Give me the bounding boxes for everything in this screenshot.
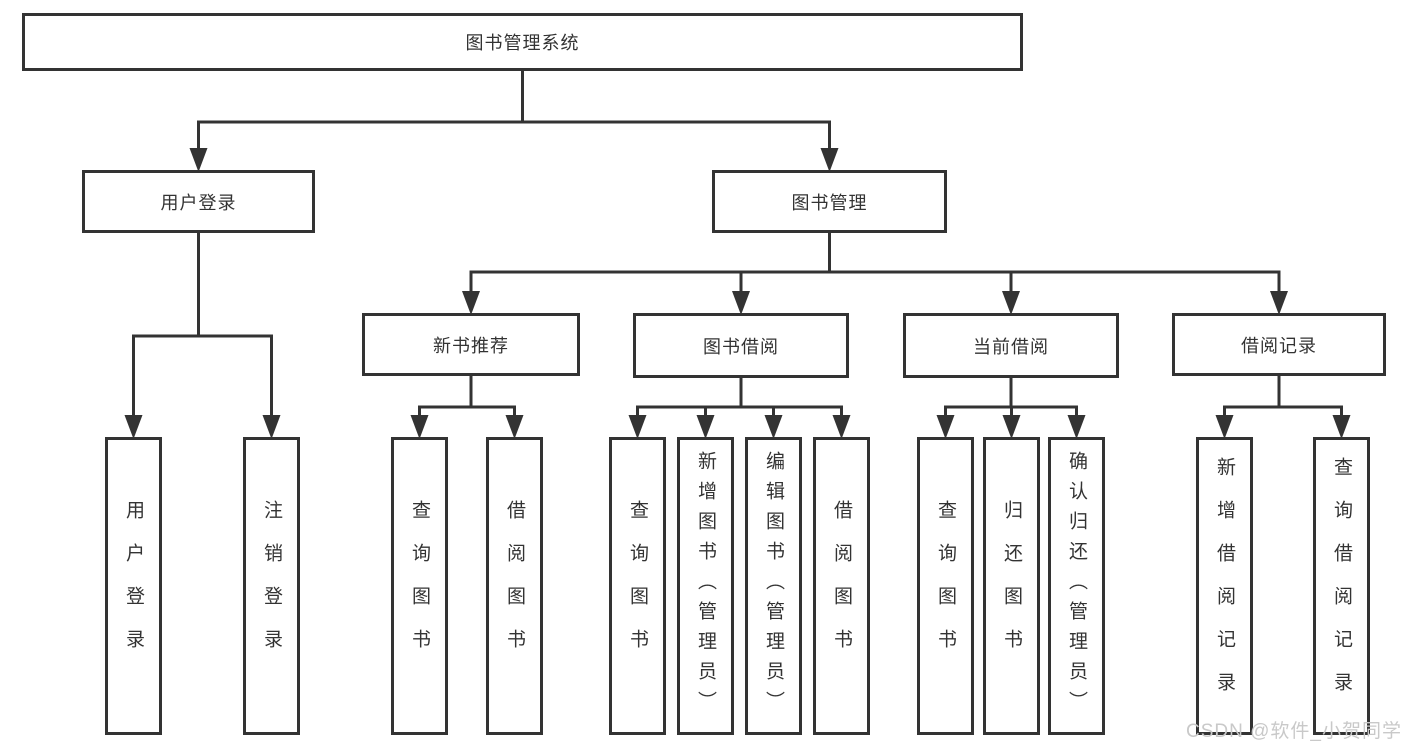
node-new-book-rec: 新书推荐 (362, 313, 580, 376)
node-leaf-br-query: 查询借阅记录 (1313, 437, 1370, 735)
node-label: 编辑图书（管理员） (763, 451, 784, 721)
node-label: 新书推荐 (433, 335, 509, 356)
arrowhead-icon (262, 415, 281, 439)
node-leaf-cb-confirm: 确认归还（管理员） (1048, 437, 1105, 735)
arrowhead-icon (505, 415, 524, 439)
node-label: 确认归还（管理员） (1066, 451, 1087, 721)
node-label: 新增图书（管理员） (695, 451, 716, 721)
arrowhead-icon (1270, 291, 1288, 315)
node-label: 用户登录 (123, 500, 144, 672)
arrowhead-icon (764, 415, 783, 439)
arrowhead-icon (1002, 291, 1020, 315)
arrowhead-icon (1332, 415, 1351, 439)
arrowhead-icon (1002, 415, 1021, 439)
node-leaf-user-login: 用户登录 (105, 437, 162, 735)
node-leaf-nb-query: 查询图书 (391, 437, 448, 735)
node-label: 借阅记录 (1241, 335, 1317, 356)
watermark-csdn: CSDN @软件_小贺同学 (1186, 721, 1402, 742)
arrowhead-icon (1215, 415, 1234, 439)
arrowhead-icon (124, 415, 143, 439)
node-leaf-bb-query: 查询图书 (609, 437, 666, 735)
node-leaf-bb-add: 新增图书（管理员） (677, 437, 734, 735)
node-label: 归还图书 (1001, 500, 1022, 672)
node-label: 查询图书 (627, 500, 648, 672)
node-borrow-record: 借阅记录 (1172, 313, 1386, 376)
arrowhead-icon (189, 148, 208, 172)
arrowhead-icon (820, 148, 839, 172)
node-label: 借阅图书 (831, 500, 852, 672)
node-label: 用户登录 (160, 192, 237, 213)
node-label: 新增借阅记录 (1214, 457, 1235, 715)
node-leaf-cb-return: 归还图书 (983, 437, 1040, 735)
arrowhead-icon (696, 415, 715, 439)
arrowhead-icon (1067, 415, 1086, 439)
node-leaf-bb-borrow: 借阅图书 (813, 437, 870, 735)
node-label: 图书借阅 (703, 336, 779, 357)
node-label: 查询借阅记录 (1331, 457, 1352, 715)
arrowhead-icon (732, 291, 750, 315)
node-label: 当前借阅 (973, 336, 1049, 357)
node-leaf-nb-borrow: 借阅图书 (486, 437, 543, 735)
node-label: 图书管理 (791, 192, 868, 213)
arrowhead-icon (832, 415, 851, 439)
node-label: 注销登录 (261, 500, 282, 672)
node-leaf-logout: 注销登录 (243, 437, 300, 735)
node-leaf-bb-edit: 编辑图书（管理员） (745, 437, 802, 735)
node-leaf-br-add: 新增借阅记录 (1196, 437, 1253, 735)
node-leaf-cb-query: 查询图书 (917, 437, 974, 735)
node-label: 图书管理系统 (465, 33, 580, 53)
arrowhead-icon (628, 415, 647, 439)
node-current-borrow: 当前借阅 (903, 313, 1119, 378)
node-label: 查询图书 (935, 500, 956, 672)
node-book-borrow: 图书借阅 (633, 313, 849, 378)
arrowhead-icon (462, 291, 480, 315)
node-label: 借阅图书 (504, 500, 525, 672)
node-label: 查询图书 (409, 500, 430, 672)
node-library-system: 图书管理系统 (22, 13, 1023, 71)
arrowhead-icon (936, 415, 955, 439)
node-book-mgmt: 图书管理 (712, 170, 947, 233)
arrowhead-icon (410, 415, 429, 439)
node-user-login: 用户登录 (82, 170, 315, 233)
